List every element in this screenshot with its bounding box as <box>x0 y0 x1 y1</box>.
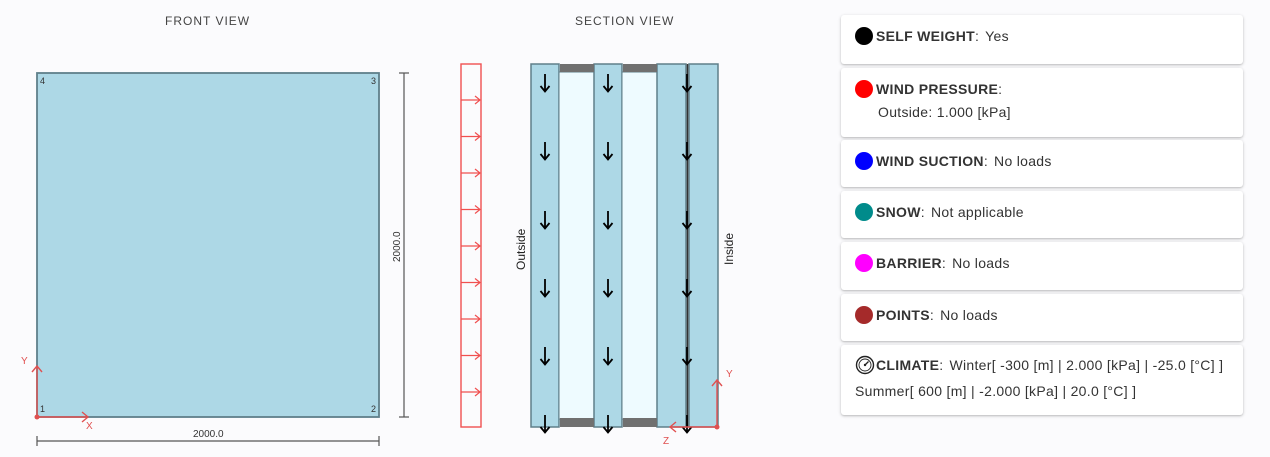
wind-arrow-head <box>474 168 481 178</box>
self-weight-arrow <box>539 347 551 366</box>
self-weight-arrow <box>681 415 693 434</box>
self-weight-arrow <box>539 211 551 230</box>
gauge-icon <box>855 355 875 381</box>
section-origin-dot <box>714 424 720 430</box>
front-origin-dot <box>34 414 40 420</box>
front-glass-panel[interactable] <box>36 72 380 418</box>
wind-arrow-head <box>474 95 481 105</box>
front-axes <box>31 364 90 423</box>
front-view-title: FRONT VIEW <box>165 14 251 28</box>
height-dimension-label: 2000.0 <box>392 231 403 262</box>
load-card-barrier[interactable]: BARRIER:No loads <box>841 242 1243 290</box>
outside-label: Outside <box>514 228 528 270</box>
wind-pressure-detail: Outside: 1.000 [kPa] <box>878 104 1011 120</box>
spacer-bottom-1 <box>560 418 594 427</box>
climate-value: Winter[ -300 [m] | 2.000 [kPa] | -25.0 [… <box>855 357 1236 399</box>
points-color-dot <box>855 306 873 324</box>
load-card-wind-suction[interactable]: WIND SUCTION:No loads <box>841 140 1243 187</box>
height-dimension <box>399 72 409 418</box>
section-gap-1 <box>558 71 595 420</box>
self-weight-value: Yes <box>985 28 1009 44</box>
wind-arrow-head <box>474 205 481 214</box>
spacer-top-1 <box>560 64 594 72</box>
drawing-canvas: 4 3 1 2 2000.0 2000.0 Y X <box>21 63 736 447</box>
wind-pressure-name: WIND PRESSURE <box>876 81 999 97</box>
load-card-snow[interactable]: SNOW:Not applicable <box>841 191 1243 238</box>
barrier-value: No loads <box>952 255 1010 271</box>
spacer-bottom-2 <box>623 418 657 427</box>
self-weight-arrow <box>539 415 551 434</box>
corner-label-3: 3 <box>371 76 376 86</box>
section-view-title: SECTION VIEW <box>575 14 675 28</box>
load-card-climate[interactable]: CLIMATE:Winter[ -300 [m] | 2.000 [kPa] |… <box>841 345 1243 415</box>
wind-suction-name: WIND SUCTION <box>876 153 984 169</box>
inside-label: Inside <box>722 233 736 265</box>
wind-arrow-head <box>474 314 481 324</box>
wind-pressure-arrows <box>461 95 481 397</box>
self-weight-arrow <box>602 211 614 230</box>
self-weight-arrow <box>602 74 614 93</box>
wind-arrow-head <box>474 241 481 251</box>
load-card-points[interactable]: POINTS:No loads <box>841 294 1243 341</box>
snow-color-dot <box>855 203 873 221</box>
wind-arrow-head <box>474 387 481 397</box>
corner-label-4: 4 <box>40 76 45 86</box>
section-axis-y-label: Y <box>726 369 733 380</box>
section-pane-inner-2[interactable] <box>688 63 719 428</box>
wind-suction-value: No loads <box>994 153 1052 169</box>
self-weight-arrow <box>602 142 614 161</box>
section-pane-outer[interactable] <box>530 63 560 428</box>
snow-name: SNOW <box>876 204 921 220</box>
wind-arrow-head <box>474 278 481 287</box>
self-weight-arrow <box>681 279 693 298</box>
self-weight-name: SELF WEIGHT <box>876 28 975 44</box>
self-weight-arrow <box>602 415 614 434</box>
load-card-wind-pressure[interactable]: WIND PRESSURE: Outside: 1.000 [kPa] <box>841 68 1243 137</box>
self-weight-arrow <box>681 347 693 366</box>
section-pane-inner-1[interactable] <box>656 63 687 428</box>
snow-value: Not applicable <box>930 204 1024 220</box>
wind-arrow-head <box>474 351 481 360</box>
self-weight-arrow <box>681 74 693 93</box>
corner-label-1: 1 <box>40 404 45 414</box>
self-weight-arrow <box>602 279 614 298</box>
self-weight-arrow <box>602 347 614 366</box>
spacer-top-2 <box>623 64 657 72</box>
points-name: POINTS <box>876 307 930 323</box>
self-weight-arrow <box>681 142 693 161</box>
section-pane-middle[interactable] <box>593 63 623 428</box>
wind-pressure-color-dot <box>855 80 873 98</box>
self-weight-arrow <box>681 211 693 230</box>
section-gap-2 <box>621 71 658 420</box>
self-weight-arrow <box>539 279 551 298</box>
width-dimension-label: 2000.0 <box>193 429 224 440</box>
front-axis-y-label: Y <box>21 356 28 367</box>
corner-label-2: 2 <box>371 404 376 414</box>
self-weight-arrows <box>539 74 693 434</box>
front-axis-x-label: X <box>86 421 93 432</box>
self-weight-color-dot <box>855 27 873 45</box>
barrier-color-dot <box>855 254 873 272</box>
section-axis-z-label: Z <box>663 436 669 447</box>
wind-arrow-head <box>474 132 481 141</box>
self-weight-arrow <box>539 74 551 93</box>
climate-name: CLIMATE <box>876 357 940 373</box>
load-card-self-weight[interactable]: SELF WEIGHT:Yes <box>841 15 1243 64</box>
section-axes <box>668 378 723 433</box>
wind-suction-color-dot <box>855 152 873 170</box>
self-weight-arrow <box>539 142 551 161</box>
barrier-name: BARRIER <box>876 255 942 271</box>
points-value: No loads <box>940 307 998 323</box>
width-dimension <box>36 436 380 446</box>
